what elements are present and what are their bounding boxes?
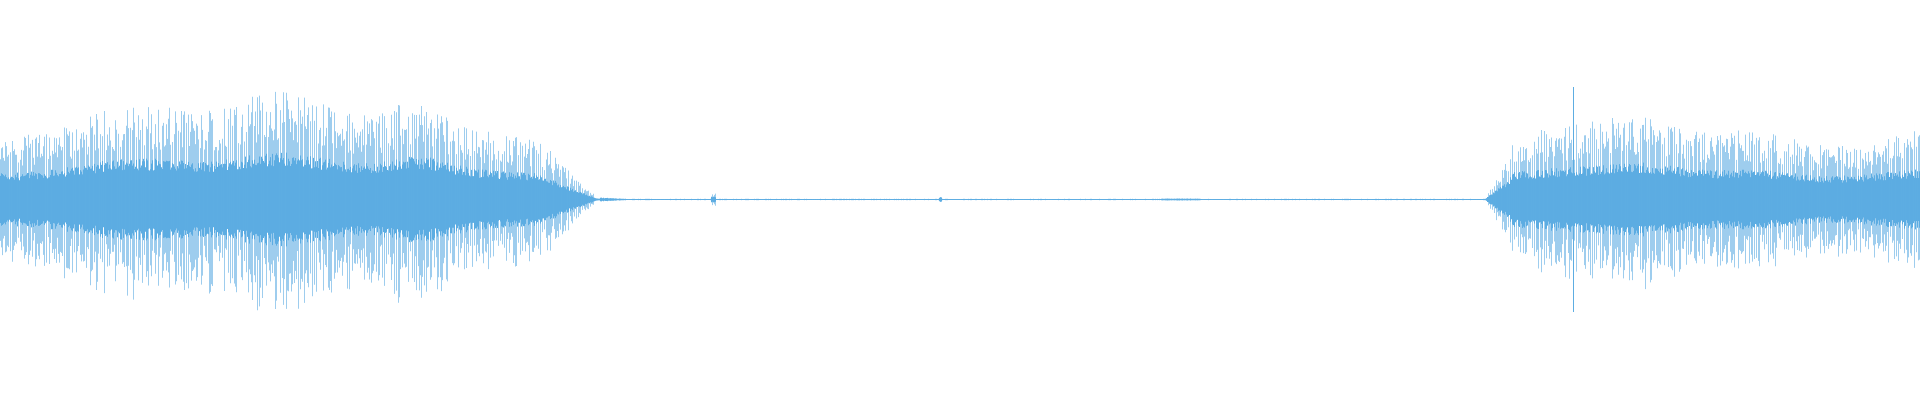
waveform-samples	[0, 87, 1920, 312]
